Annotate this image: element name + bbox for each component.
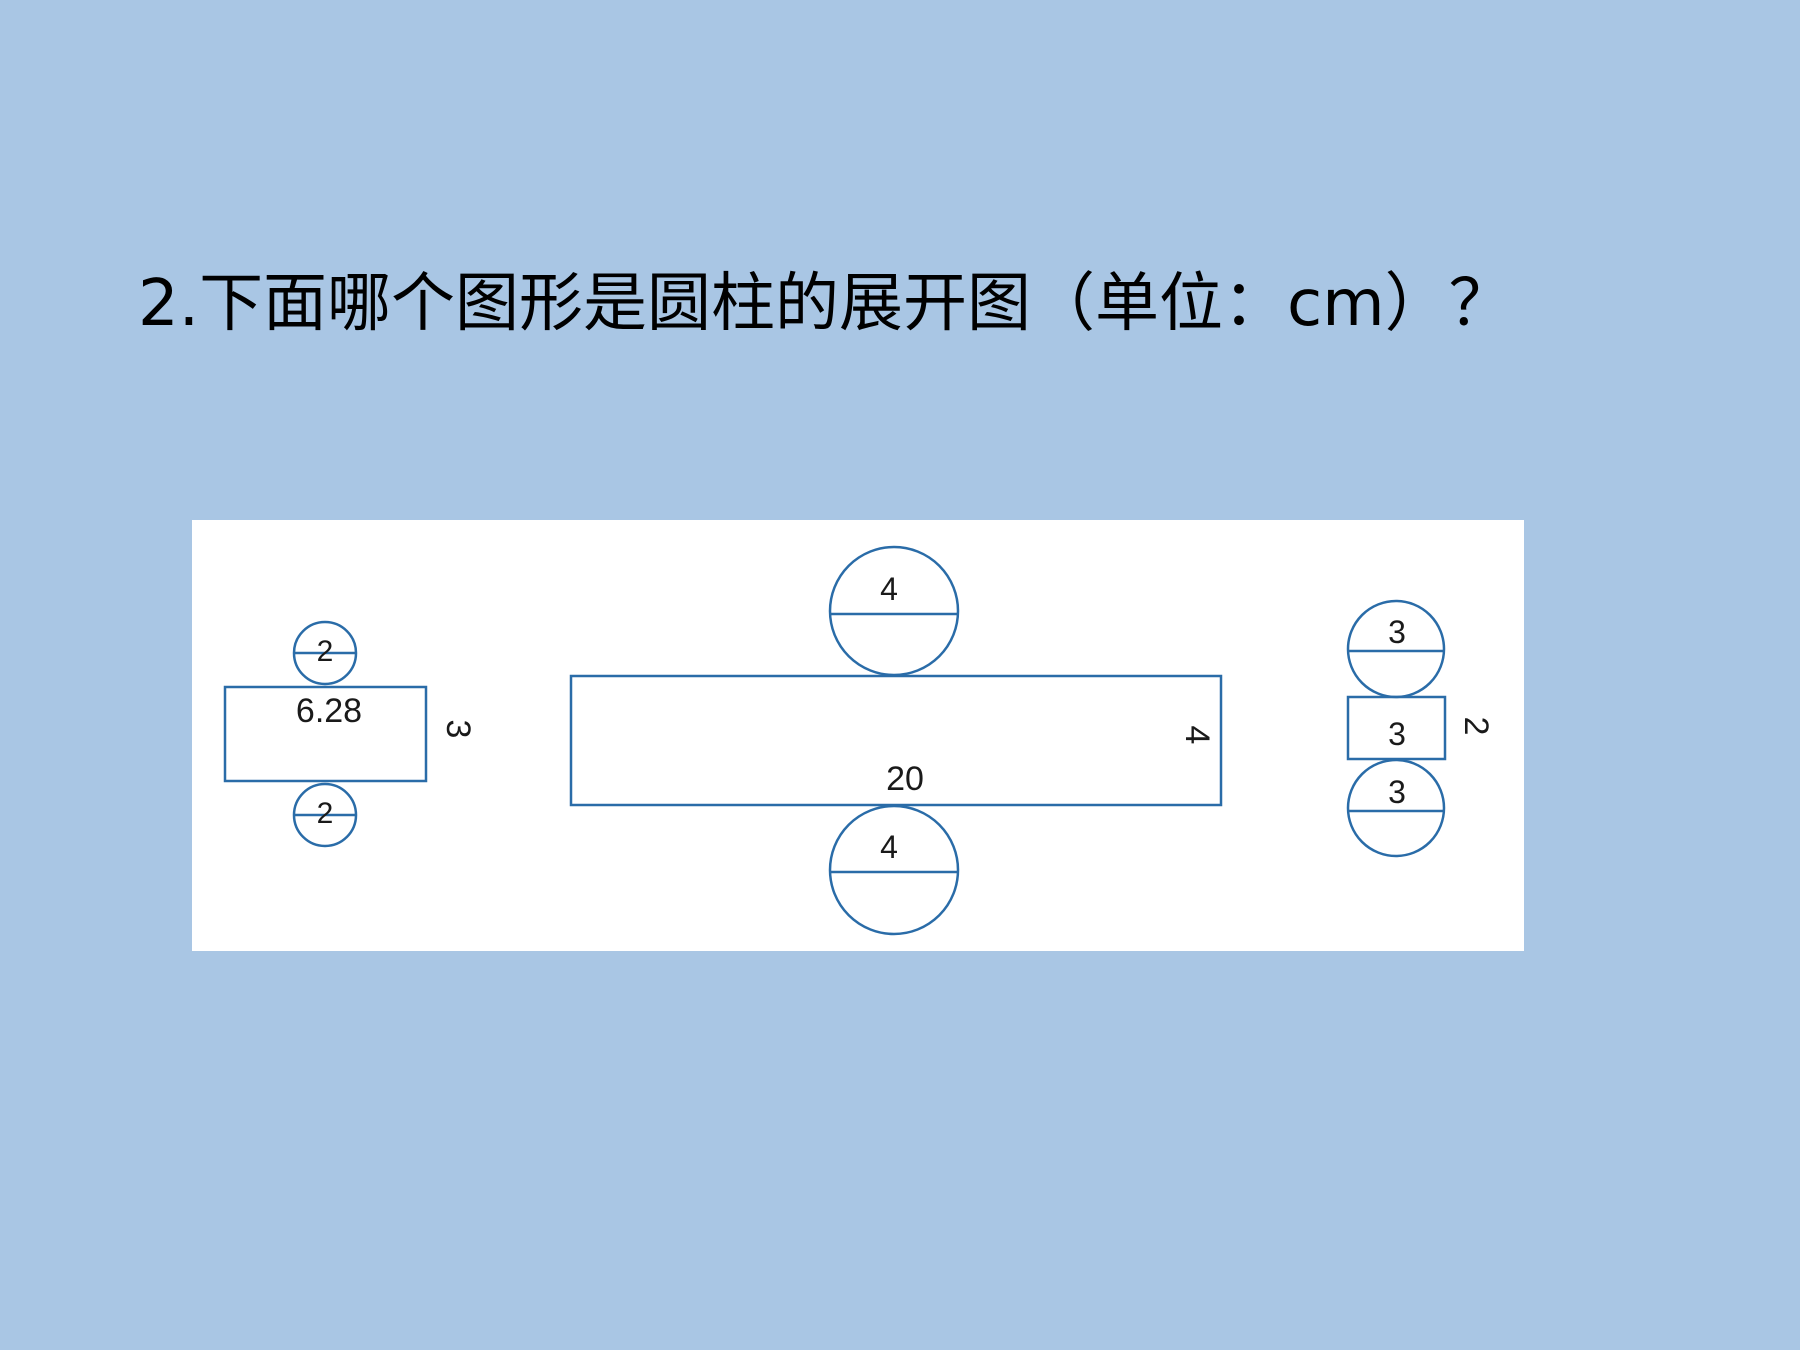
figure-b-top-circle-label: 4: [880, 571, 898, 607]
figure-a-rect-height-label: 3: [439, 720, 477, 739]
figure-panel: 2 6.28 3 2 4 20 4 4 3 3 2: [192, 520, 1524, 951]
figure-b-bottom-circle-label: 4: [880, 829, 898, 865]
question-title: 2.下面哪个图形是圆柱的展开图（单位：cm）？: [138, 267, 1513, 341]
figure-c-rect-width-label: 3: [1388, 716, 1406, 752]
figure-c-bottom-circle-label: 3: [1388, 774, 1406, 810]
figure-a-top-circle-label: 2: [317, 635, 334, 668]
figure-a-rectangle: [223, 685, 428, 783]
figure-c-bottom-circle: [1346, 758, 1446, 858]
figure-b-rect-height-label: 4: [1178, 726, 1216, 745]
figure-c: 3 3 2 3: [1346, 599, 1495, 858]
figure-a: 2 6.28 3 2: [223, 620, 477, 848]
figure-b: 4 20 4 4: [569, 545, 1223, 936]
figure-a-bottom-circle-label: 2: [317, 797, 334, 830]
figure-c-rect-height-label: 2: [1457, 717, 1495, 736]
figure-b-rect-width-label: 20: [886, 760, 924, 798]
figure-c-top-circle-label: 3: [1388, 614, 1406, 650]
cylinder-nets-diagram: 2 6.28 3 2 4 20 4 4 3 3 2: [223, 545, 1495, 936]
figure-b-bottom-circle: [828, 804, 960, 936]
figure-b-top-circle: [828, 545, 960, 677]
figure-a-rect-width-label: 6.28: [296, 692, 362, 730]
